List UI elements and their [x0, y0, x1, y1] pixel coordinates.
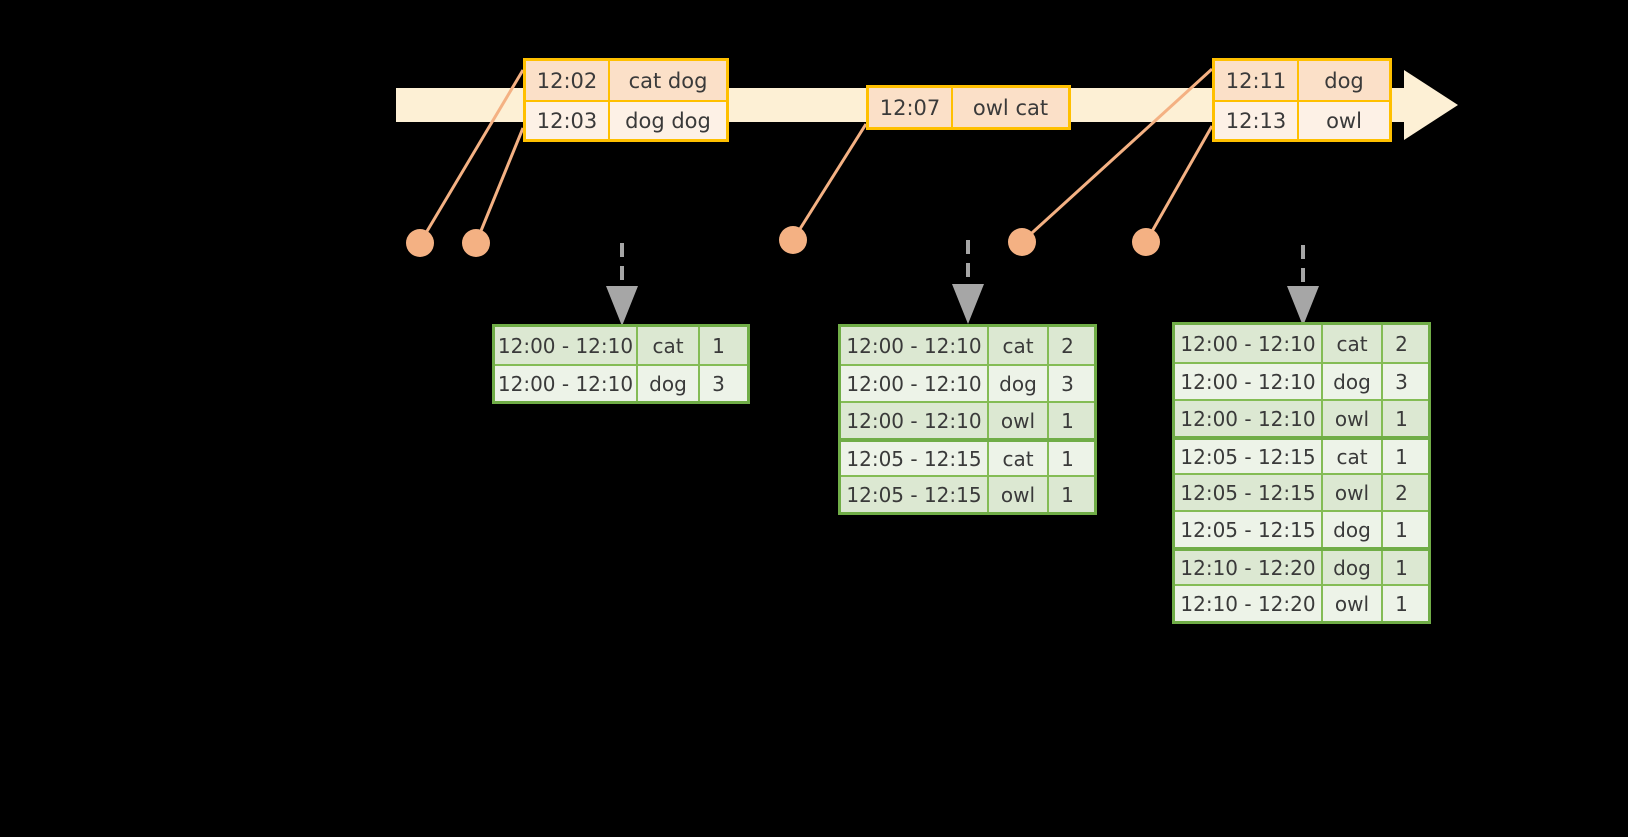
window-cell: 12:00 - 12:10	[1175, 401, 1323, 436]
count-cell: 1	[1395, 517, 1408, 542]
event-words: owl	[1326, 108, 1362, 133]
word-cell: owl	[1323, 401, 1383, 436]
count-cell: 1	[1395, 406, 1408, 431]
window-cell: 12:00 - 12:10	[841, 403, 989, 438]
event-time: 12:13	[1215, 102, 1299, 139]
window-cell: 12:10 - 12:20	[1175, 586, 1323, 621]
event-group-3: 12:11 dog 12:13 owl	[1212, 58, 1392, 142]
window-cell: 12:00 - 12:10	[1175, 325, 1323, 362]
word-cell: owl	[989, 477, 1049, 512]
table-row[interactable]: 12:00 - 12:10 dog 3	[1175, 362, 1428, 399]
event-words: owl cat	[972, 95, 1049, 120]
window-cell: 12:05 - 12:15	[841, 477, 989, 512]
table-row[interactable]: 12:00 - 12:10 dog 3	[495, 364, 747, 401]
event-words: dog	[1324, 68, 1364, 93]
word-cell: dog	[1323, 551, 1383, 584]
table-row[interactable]: 12:00 - 12:10 owl 1	[1175, 399, 1428, 436]
table-row[interactable]: 12:05 - 12:15 owl 2	[1175, 473, 1428, 510]
count-cell: 3	[1395, 369, 1408, 394]
count-cell: 1	[1395, 444, 1408, 469]
result-table-1: 12:00 - 12:10 cat 1 12:00 - 12:10 dog 3	[492, 324, 750, 404]
count-cell: 1	[1395, 591, 1408, 616]
table-row[interactable]: 12:05 - 12:15 owl 1	[841, 475, 1094, 512]
event-time: 12:02	[526, 61, 610, 100]
table-row[interactable]: 12:00 - 12:10 cat 2	[1175, 325, 1428, 362]
count-cell: 1	[1061, 408, 1074, 433]
count-cell: 3	[712, 371, 725, 396]
event-row[interactable]: 12:02 cat dog	[526, 61, 726, 100]
table-row[interactable]: 12:00 - 12:10 cat 2	[841, 327, 1094, 364]
leader-line-12-03	[474, 127, 525, 244]
word-cell: cat	[989, 327, 1049, 364]
word-cell: dog	[989, 366, 1049, 401]
table-row[interactable]: 12:00 - 12:10 owl 1	[841, 401, 1094, 438]
event-markers	[406, 226, 1160, 257]
table-row[interactable]: 12:05 - 12:15 dog 1	[1175, 510, 1428, 547]
window-cell: 12:00 - 12:10	[841, 366, 989, 401]
window-cell: 12:00 - 12:10	[1175, 364, 1323, 399]
marker-12-03	[462, 229, 490, 257]
count-cell: 2	[1395, 331, 1408, 356]
event-words: cat dog	[628, 68, 708, 93]
event-row[interactable]: 12:07 owl cat	[869, 88, 1068, 127]
leader-line-12-13	[1144, 125, 1214, 243]
event-group-1: 12:02 cat dog 12:03 dog dog	[523, 58, 729, 142]
table-row[interactable]: 12:00 - 12:10 cat 1	[495, 327, 747, 364]
count-cell: 2	[1395, 480, 1408, 505]
word-cell: cat	[638, 327, 700, 364]
event-row[interactable]: 12:11 dog	[1215, 61, 1389, 100]
leader-line-12-07	[791, 123, 868, 241]
event-time: 12:03	[526, 102, 610, 139]
marker-12-13	[1132, 228, 1160, 256]
result-table-2: 12:00 - 12:10 cat 2 12:00 - 12:10 dog 3 …	[838, 324, 1097, 515]
word-cell: dog	[638, 366, 700, 401]
count-cell: 2	[1061, 333, 1074, 358]
event-group-2: 12:07 owl cat	[866, 85, 1071, 130]
event-row[interactable]: 12:03 dog dog	[526, 100, 726, 139]
event-words: dog dog	[625, 108, 711, 133]
event-time: 12:07	[869, 88, 953, 127]
window-cell: 12:00 - 12:10	[841, 327, 989, 364]
window-cell: 12:05 - 12:15	[1175, 512, 1323, 547]
down-arrows	[606, 240, 1319, 326]
count-cell: 3	[1061, 371, 1074, 396]
window-cell: 12:05 - 12:15	[841, 442, 989, 475]
table-row[interactable]: 12:00 - 12:10 dog 3	[841, 364, 1094, 401]
window-cell: 12:00 - 12:10	[495, 366, 638, 401]
word-cell: owl	[989, 403, 1049, 438]
leader-line-12-02	[418, 69, 525, 244]
word-cell: dog	[1323, 364, 1383, 399]
count-cell: 1	[1061, 482, 1074, 507]
marker-12-02	[406, 229, 434, 257]
word-cell: cat	[1323, 440, 1383, 473]
marker-12-07	[779, 226, 807, 254]
table-row[interactable]: 12:05 - 12:15 cat 1	[1175, 436, 1428, 473]
count-cell: 1	[1061, 446, 1074, 471]
marker-12-11	[1008, 228, 1036, 256]
count-cell: 1	[712, 333, 725, 358]
event-row[interactable]: 12:13 owl	[1215, 100, 1389, 139]
window-cell: 12:05 - 12:15	[1175, 475, 1323, 510]
result-table-3: 12:00 - 12:10 cat 2 12:00 - 12:10 dog 3 …	[1172, 322, 1431, 624]
word-cell: cat	[989, 442, 1049, 475]
table-row[interactable]: 12:10 - 12:20 owl 1	[1175, 584, 1428, 621]
window-cell: 12:00 - 12:10	[495, 327, 638, 364]
word-cell: owl	[1323, 586, 1383, 621]
word-cell: dog	[1323, 512, 1383, 547]
word-cell: cat	[1323, 325, 1383, 362]
table-row[interactable]: 12:05 - 12:15 cat 1	[841, 438, 1094, 475]
word-cell: owl	[1323, 475, 1383, 510]
window-cell: 12:10 - 12:20	[1175, 551, 1323, 584]
table-row[interactable]: 12:10 - 12:20 dog 1	[1175, 547, 1428, 584]
event-time: 12:11	[1215, 61, 1299, 100]
window-cell: 12:05 - 12:15	[1175, 440, 1323, 473]
count-cell: 1	[1395, 555, 1408, 580]
